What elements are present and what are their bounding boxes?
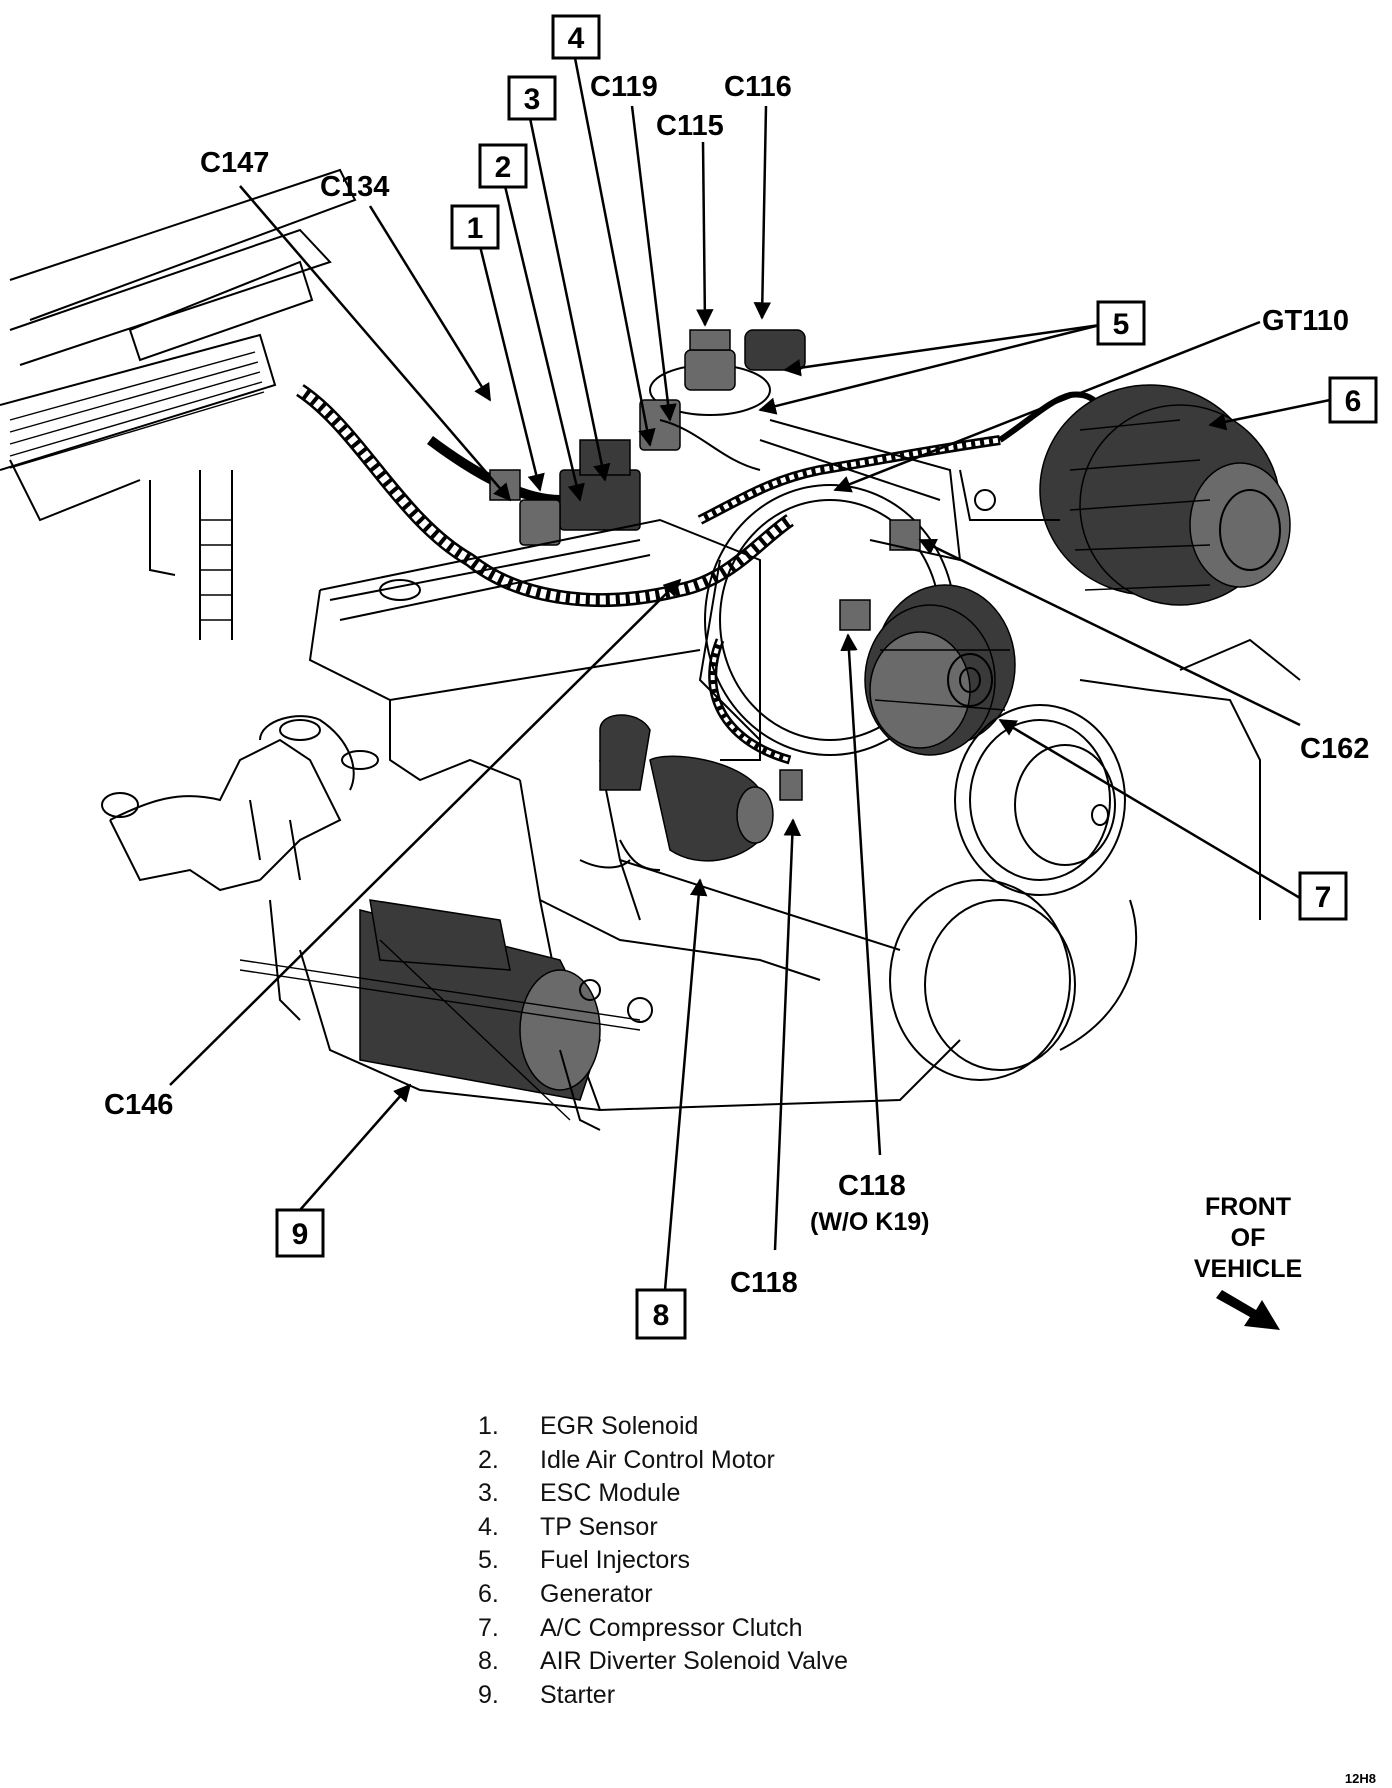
ac-compressor-clutch	[864, 584, 1016, 756]
legend-number: 7.	[478, 1613, 499, 1642]
legend-text: Idle Air Control Motor	[540, 1445, 775, 1474]
generator	[959, 384, 1291, 606]
connector-wo-k19-note: (W/O K19)	[810, 1208, 929, 1236]
callout-3-number: 3	[524, 83, 541, 116]
vehicle-label: VEHICLE	[1194, 1255, 1302, 1283]
callout-4-number: 4	[568, 22, 585, 55]
legend-item: 7. A/C Compressor Clutch	[478, 1612, 848, 1646]
legend-text: AIR Diverter Solenoid Valve	[540, 1647, 849, 1676]
water-pump-housing	[698, 484, 956, 756]
legend-item: 5. Fuel Injectors	[478, 1544, 848, 1578]
legend-text: Starter	[540, 1680, 616, 1709]
callout-8: 8	[635, 1288, 687, 1340]
front-of-vehicle-indicator: FRONT OF VEHICLE	[1194, 1193, 1302, 1330]
legend-item: 9. Starter	[478, 1679, 848, 1713]
callout-7: 7	[1298, 871, 1348, 921]
legend-text: Generator	[540, 1579, 653, 1608]
legend-number: 4.	[478, 1512, 499, 1541]
exhaust-manifold	[101, 715, 379, 1021]
callout-1: 1	[450, 204, 500, 250]
connector-c147-label: C147	[200, 147, 269, 179]
legend-number: 3.	[478, 1479, 499, 1508]
legend-text: Fuel Injectors	[540, 1546, 691, 1575]
legend-number: 1.	[478, 1412, 499, 1440]
legend-text: EGR Solenoid	[540, 1412, 699, 1440]
crankshaft-pulley	[889, 638, 1301, 1081]
legend-number: 8.	[478, 1647, 499, 1676]
air-diverter-valve	[579, 714, 803, 871]
callout-5: 5	[1096, 300, 1146, 346]
connector-c162-label: C162	[1300, 733, 1369, 765]
cowl-panel	[0, 168, 357, 640]
figure-code: 12H8	[1344, 1771, 1376, 1786]
callout-9-number: 9	[292, 1218, 309, 1251]
connector-c118-wo-label: C118	[838, 1170, 906, 1202]
legend-text: A/C Compressor Clutch	[540, 1613, 803, 1642]
callout-8-number: 8	[653, 1299, 670, 1332]
legend-text: TP Sensor	[540, 1512, 658, 1541]
starter-motor	[239, 899, 653, 1131]
connector-c115-label: C115	[656, 110, 724, 142]
legend-number: 5.	[478, 1546, 499, 1575]
legend-item: 8. AIR Diverter Solenoid Valve	[478, 1645, 848, 1679]
legend-item: 4. TP Sensor	[478, 1511, 848, 1545]
connector-c134-label: C134	[320, 171, 389, 203]
connector-c146-label: C146	[104, 1089, 173, 1121]
of-label: OF	[1231, 1224, 1266, 1252]
callout-3: 3	[507, 75, 557, 121]
front-direction-arrow-icon	[1216, 1290, 1280, 1330]
callout-2: 2	[478, 143, 528, 189]
callout-9: 9	[275, 1208, 325, 1258]
connector-c118-label: C118	[730, 1267, 798, 1299]
legend-item: 6. Generator	[478, 1578, 848, 1612]
connector-gt110-label: GT110	[1262, 305, 1349, 337]
legend-item: 2. Idle Air Control Motor	[478, 1444, 848, 1478]
callout-6-number: 6	[1345, 385, 1362, 418]
front-label: FRONT	[1205, 1193, 1291, 1221]
connector-c119-label: C119	[590, 71, 658, 103]
callout-1-number: 1	[467, 212, 484, 245]
callout-2-number: 2	[495, 151, 512, 184]
legend-item: 1. EGR Solenoid	[478, 1410, 848, 1444]
connector-c116-label: C116	[724, 71, 792, 103]
callout-6: 6	[1328, 376, 1378, 424]
legend-number: 9.	[478, 1680, 499, 1709]
leader-lines	[169, 57, 1331, 1291]
legend-text: ESC Module	[540, 1479, 681, 1508]
component-legend: 1.EGR Solenoid 2.Idle Air Control Motor …	[478, 1410, 848, 1712]
legend-item: 3. ESC Module	[478, 1477, 848, 1511]
callout-4: 4	[551, 14, 601, 60]
legend-number: 6.	[478, 1579, 499, 1608]
engine-bracket	[759, 419, 962, 562]
callout-7-number: 7	[1315, 881, 1332, 914]
callout-5-number: 5	[1113, 308, 1130, 341]
legend-number: 2.	[478, 1445, 499, 1474]
